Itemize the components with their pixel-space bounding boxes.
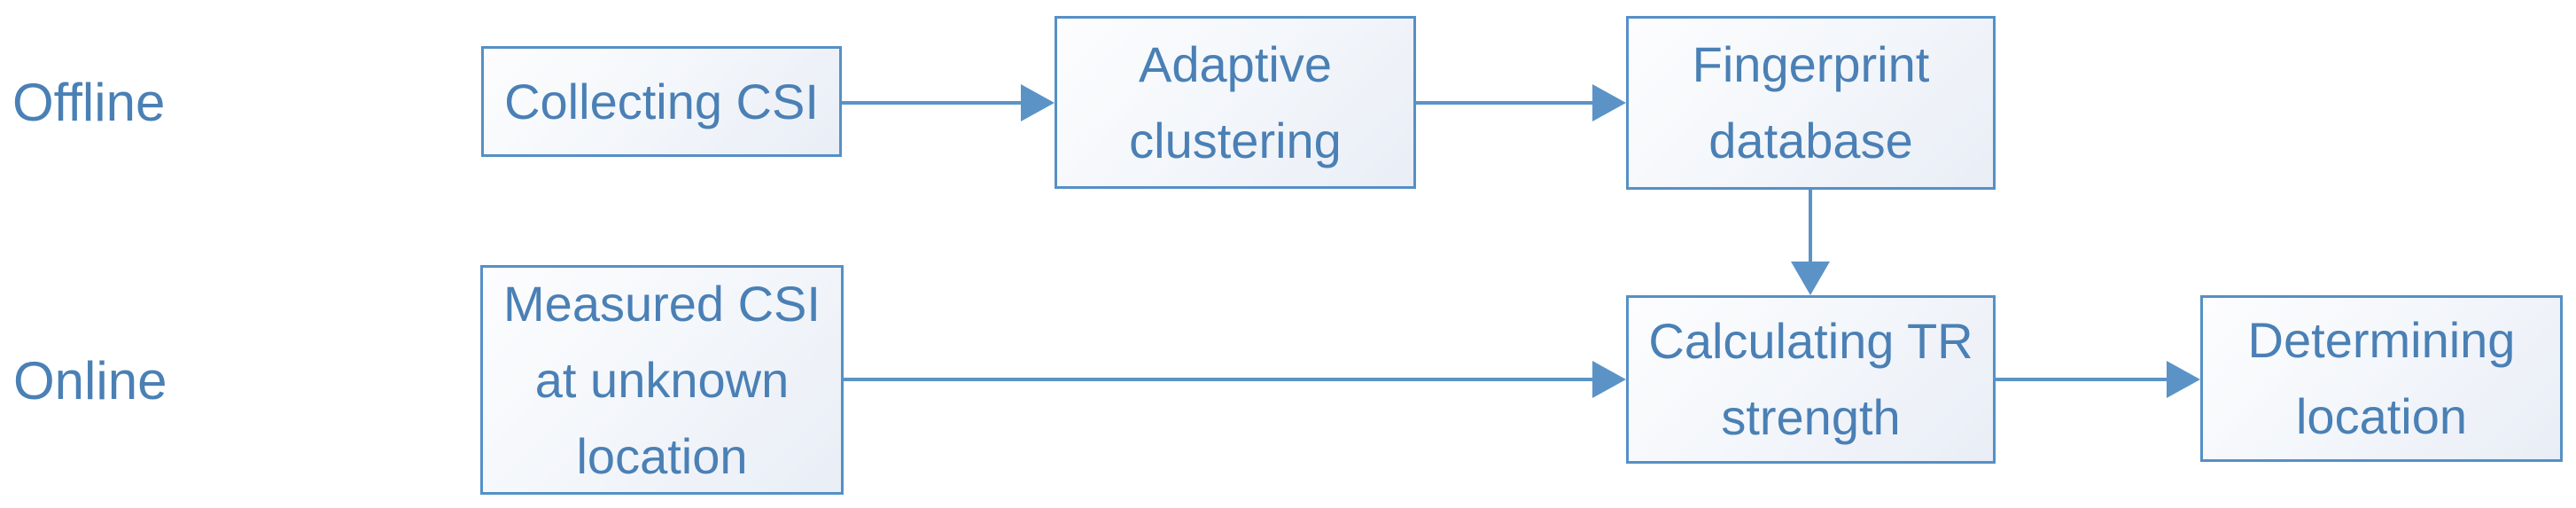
node-line: at unknown — [534, 351, 790, 408]
node-line: Fingerprint — [1692, 36, 1930, 92]
arrow-shaft — [1809, 190, 1812, 262]
phase-label-offline: Offline — [12, 73, 166, 132]
arrow-shaft — [1996, 378, 2167, 381]
node-determining-location: Determining location — [2200, 295, 2563, 462]
phase-label-online: Online — [13, 351, 167, 410]
arrow-head-right-icon — [1592, 361, 1626, 398]
node-line: Collecting CSI — [504, 73, 819, 129]
node-line: location — [576, 427, 748, 484]
node-line: Determining — [2247, 312, 2516, 368]
arrow-shaft — [1416, 101, 1592, 105]
node-measured-csi: Measured CSI at unknown location — [480, 265, 844, 495]
node-line: clustering — [1129, 112, 1342, 168]
node-line: location — [2295, 388, 2468, 444]
node-line: Calculating TR — [1648, 313, 1973, 369]
node-collecting-csi: Collecting CSI — [481, 46, 842, 157]
node-line: database — [1708, 113, 1913, 168]
node-line: Adaptive — [1139, 35, 1332, 92]
node-line: Measured CSI — [503, 275, 821, 332]
arrow-shaft — [844, 378, 1592, 381]
node-calculating-tr-strength: Calculating TR strength — [1626, 295, 1996, 464]
node-adaptive-clustering: Adaptive clustering — [1055, 16, 1416, 189]
arrow-head-right-icon — [1021, 84, 1055, 121]
arrow-head-right-icon — [1592, 84, 1626, 121]
node-fingerprint-database: Fingerprint database — [1626, 16, 1996, 190]
arrow-head-down-icon — [1791, 262, 1830, 295]
arrow-shaft — [842, 101, 1021, 105]
node-line: strength — [1721, 389, 1901, 445]
arrow-head-right-icon — [2167, 361, 2200, 398]
